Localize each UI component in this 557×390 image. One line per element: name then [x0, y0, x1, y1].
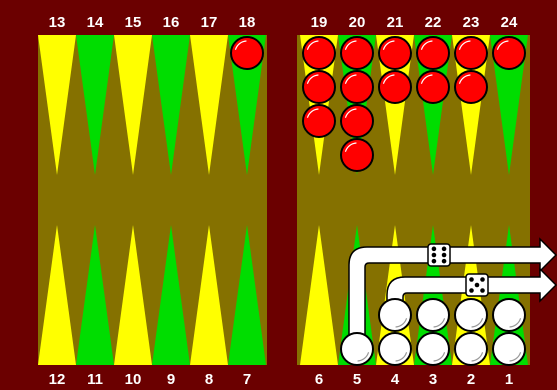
die-icon [428, 244, 450, 266]
point-label-10: 10 [125, 371, 142, 388]
red-checker[interactable] [379, 37, 411, 69]
point-label-12: 12 [49, 371, 66, 388]
white-checker[interactable] [417, 299, 449, 331]
point-label-20: 20 [349, 14, 366, 31]
red-checker[interactable] [303, 105, 335, 137]
point-label-8: 8 [205, 371, 213, 388]
point-label-6: 6 [315, 371, 323, 388]
point-label-18: 18 [239, 14, 256, 31]
white-checker[interactable] [379, 333, 411, 365]
point-label-24: 24 [501, 14, 518, 31]
point-label-2: 2 [467, 371, 475, 388]
point-label-1: 1 [505, 371, 513, 388]
point-label-15: 15 [125, 14, 142, 31]
red-checker[interactable] [341, 139, 373, 171]
white-checker[interactable] [455, 299, 487, 331]
point-label-3: 3 [429, 371, 437, 388]
red-checker[interactable] [231, 37, 263, 69]
point-label-21: 21 [387, 14, 404, 31]
point-label-13: 13 [49, 14, 66, 31]
white-checker[interactable] [379, 299, 411, 331]
point-label-23: 23 [463, 14, 480, 31]
point-label-4: 4 [391, 371, 400, 388]
red-checker[interactable] [341, 105, 373, 137]
red-checker[interactable] [493, 37, 525, 69]
white-checker[interactable] [341, 333, 373, 365]
point-label-11: 11 [87, 371, 103, 388]
red-checker[interactable] [417, 37, 449, 69]
left-quadrant-felt [38, 35, 267, 365]
red-checker[interactable] [303, 37, 335, 69]
red-checker[interactable] [455, 37, 487, 69]
red-checker[interactable] [379, 71, 411, 103]
red-checker[interactable] [341, 71, 373, 103]
white-checker[interactable] [493, 333, 525, 365]
point-label-7: 7 [243, 371, 251, 388]
point-label-17: 17 [201, 14, 218, 31]
red-checker[interactable] [455, 71, 487, 103]
bear-off-tray [532, 35, 557, 365]
red-checker[interactable] [303, 71, 335, 103]
die-icon [466, 274, 488, 296]
point-label-16: 16 [163, 14, 180, 31]
point-label-14: 14 [87, 14, 104, 31]
point-label-9: 9 [167, 371, 175, 388]
white-checker[interactable] [417, 333, 449, 365]
point-label-5: 5 [353, 371, 361, 388]
white-checker[interactable] [455, 333, 487, 365]
red-checker[interactable] [341, 37, 373, 69]
point-label-19: 19 [311, 14, 328, 31]
bar [267, 0, 297, 390]
red-checker[interactable] [417, 71, 449, 103]
point-label-22: 22 [425, 14, 442, 31]
white-checker[interactable] [493, 299, 525, 331]
